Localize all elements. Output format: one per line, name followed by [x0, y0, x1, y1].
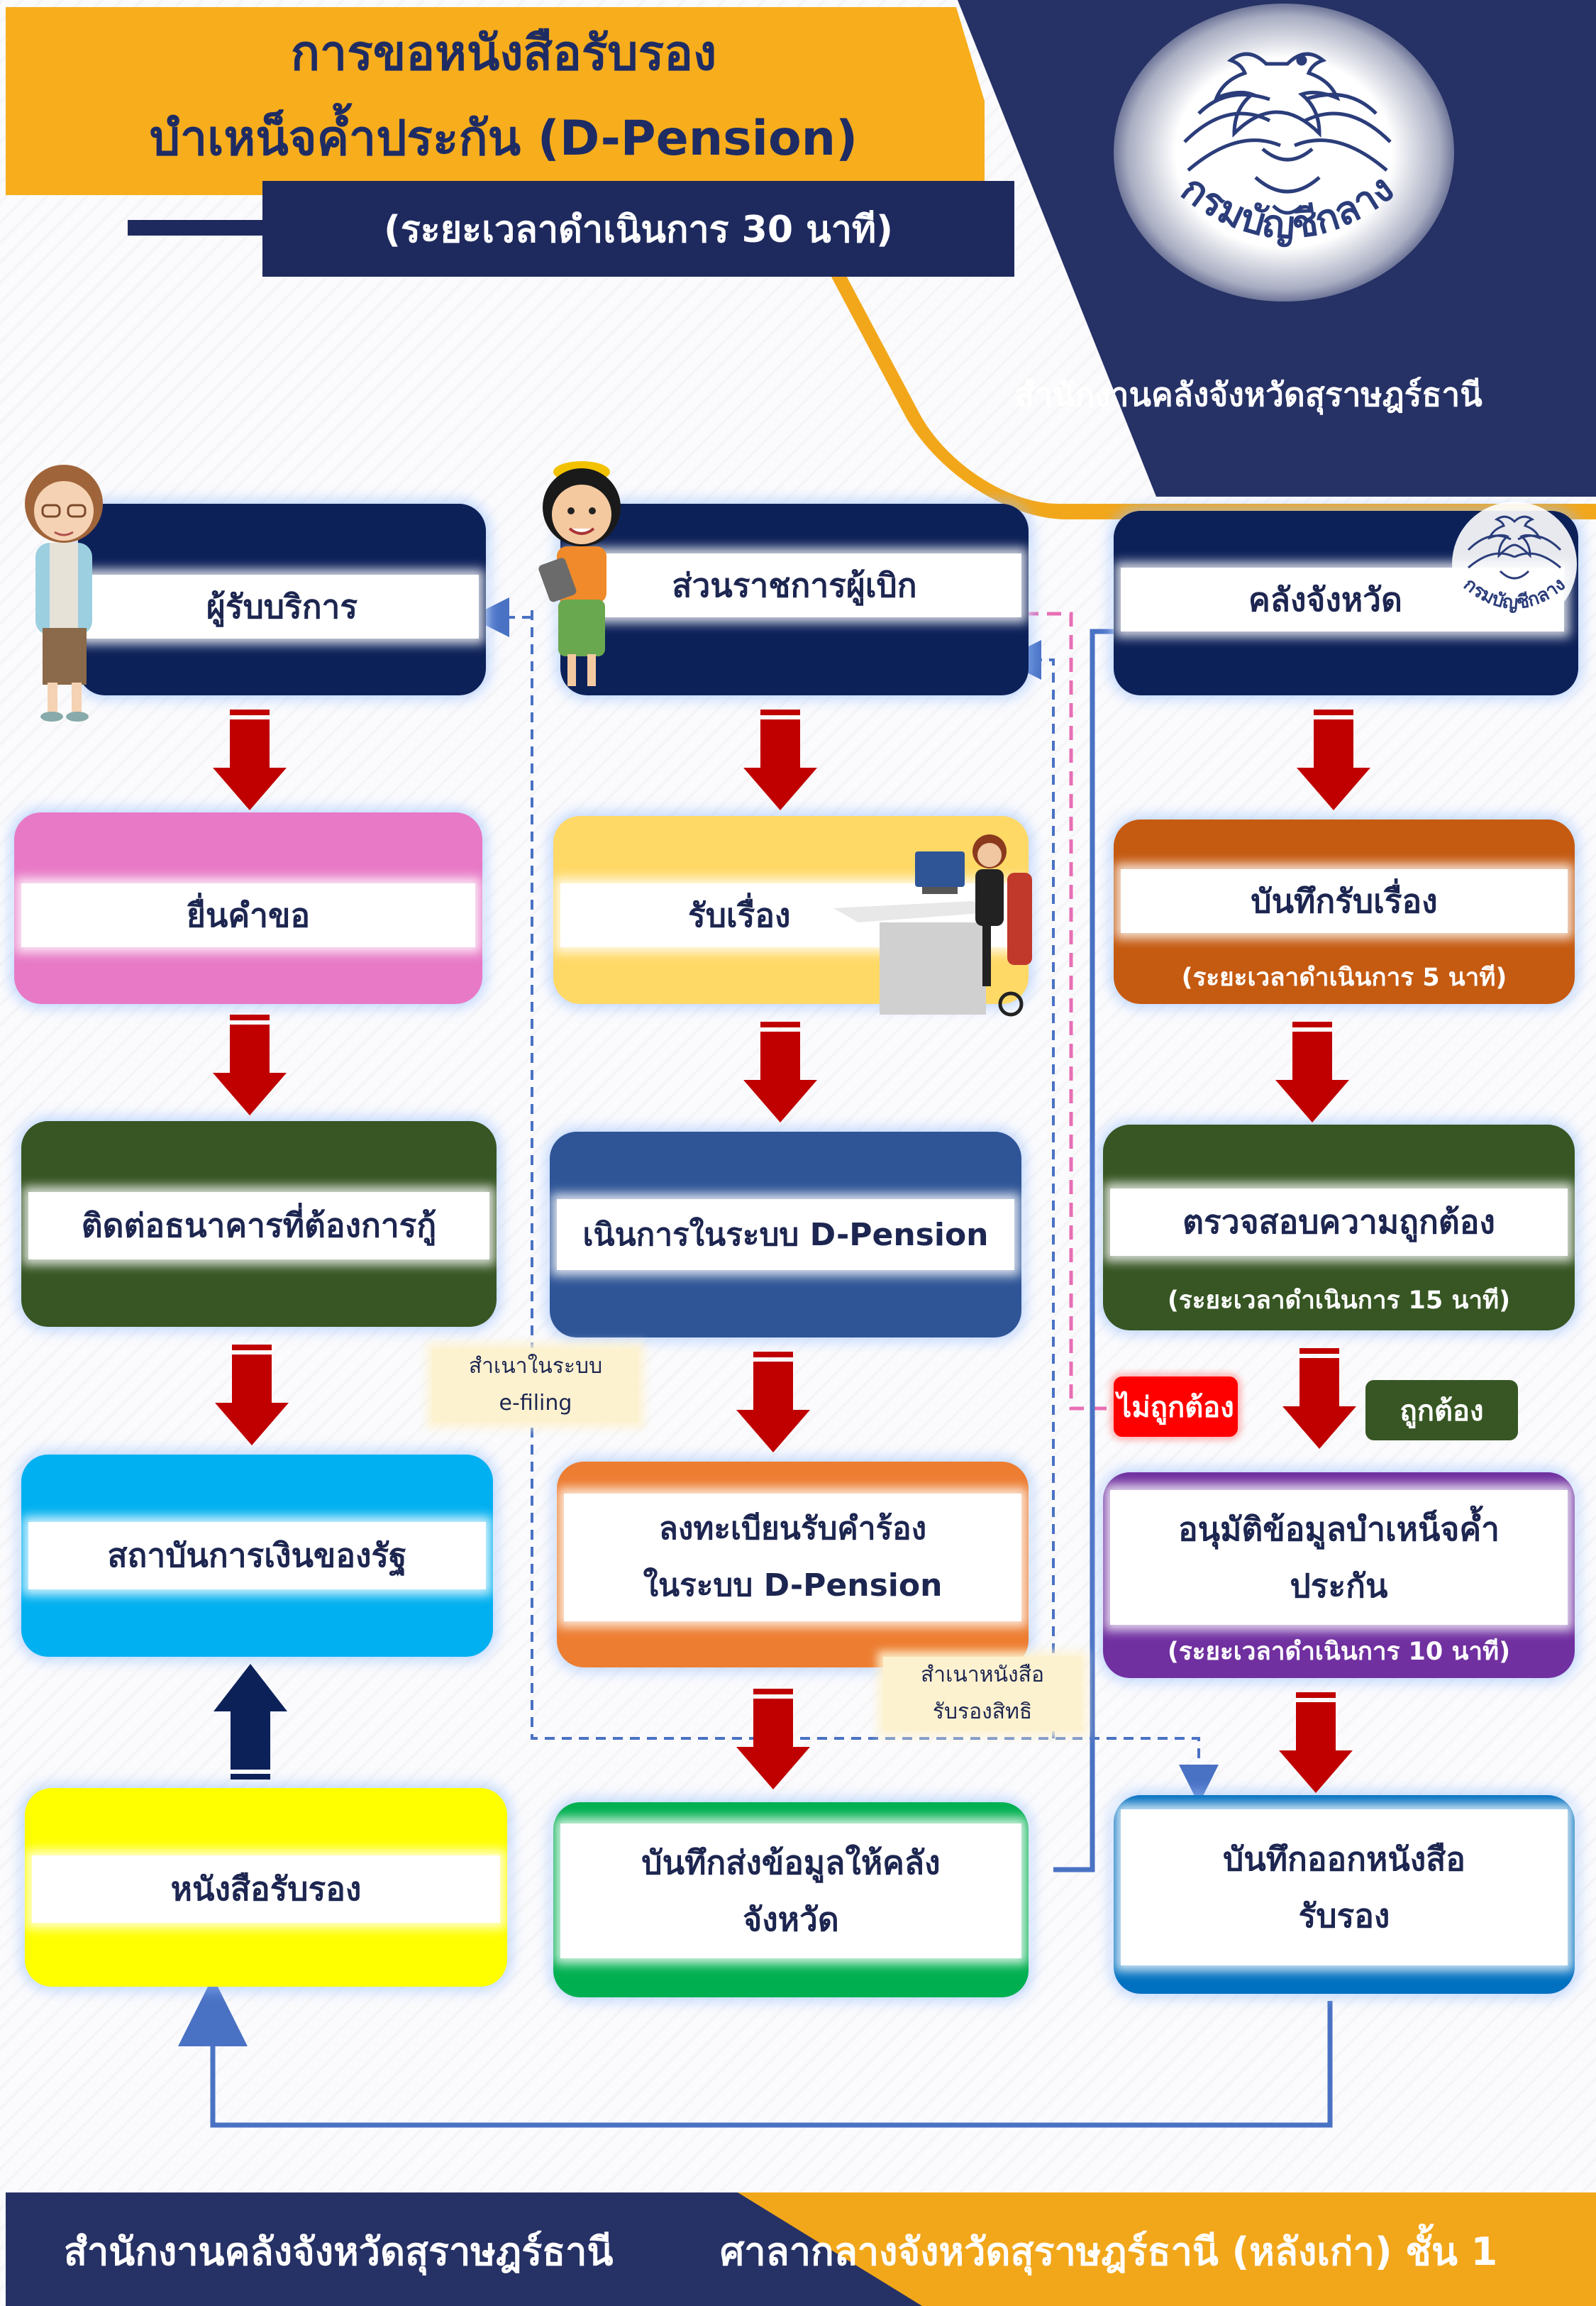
disbursing-agency-label: ส่วนราชการผู้เบิก	[567, 553, 1021, 617]
correct-label: ถูกต้อง	[1365, 1380, 1518, 1440]
arrow-down-10	[1282, 1348, 1356, 1449]
title-banner	[6, 7, 985, 195]
verify-label: ตรวจสอบความถูกต้อง	[1110, 1188, 1568, 1256]
subtitle-accent-line	[128, 220, 270, 236]
approve-box: อนุมัติข้อมูลบำเหน็จค้ำ ประกัน (ระยะเวลา…	[1103, 1472, 1575, 1678]
arrow-down-11	[1279, 1692, 1353, 1793]
send-to-treasury-line-2: จังหวัด	[743, 1900, 839, 1938]
service-user-box: ผู้รับบริการ	[78, 504, 486, 695]
arrow-down-8	[1297, 710, 1370, 810]
service-user-label: ผู้รับบริการ	[85, 575, 479, 639]
register-request-label: ลงทะเบียนรับคำร้อง ในระบบ D-Pension	[564, 1494, 1021, 1621]
arrow-up-navy	[214, 1664, 287, 1780]
title-line-2: บำเหน็จค้ำประกัน (D-Pension)	[149, 111, 858, 167]
issue-certificate-box: บันทึกออกหนังสือ รับรอง	[1114, 1795, 1575, 1994]
arrow-down-7	[736, 1689, 810, 1789]
approve-time: (ระยะเวลาดำเนินการ 10 นาที)	[1167, 1638, 1511, 1666]
register-request-line-2: ในระบบ D-Pension	[643, 1567, 943, 1604]
approve-label: อนุมัติข้อมูลบำเหน็จค้ำ ประกัน	[1110, 1490, 1568, 1625]
contact-bank-label: ติดต่อธนาคารที่ต้องการกู้	[28, 1192, 489, 1259]
efiling-note: สำเนาในระบบ e-filing	[433, 1348, 638, 1423]
arrow-down-5	[743, 1022, 817, 1122]
register-request-box: ลงทะเบียนรับคำร้อง ในระบบ D-Pension	[557, 1462, 1029, 1667]
incorrect-label: ไม่ถูกต้อง	[1114, 1377, 1238, 1437]
copy-certificate-note: สำเนาหนังสือ รับรองสิทธิ	[883, 1657, 1082, 1731]
certificate-box: หนังสือรับรอง	[25, 1788, 507, 1987]
submit-request-label: ยื่นคำขอ	[21, 883, 475, 947]
state-financial-institution-box: สถาบันการเงินของรัฐ	[21, 1455, 493, 1657]
copy-certificate-note-line-1: สำเนาหนังสือ	[920, 1662, 1045, 1687]
efiling-note-line-2: e-filing	[499, 1391, 572, 1416]
send-to-treasury-label: บันทึกส่งข้อมูลให้คลัง จังหวัด	[560, 1824, 1021, 1958]
arrow-down-9	[1275, 1022, 1349, 1122]
title-line-1: การขอหนังสือรับรอง	[290, 26, 717, 82]
send-to-treasury-box: บันทึกส่งข้อมูลให้คลัง จังหวัด	[553, 1802, 1029, 1997]
record-receipt-time: (ระยะเวลาดำเนินการ 5 นาที)	[1181, 964, 1507, 992]
submit-request-box: ยื่นคำขอ	[14, 812, 482, 1004]
process-dpension-box: เนินการในระบบ D-Pension	[550, 1132, 1021, 1337]
efiling-note-line-1: สำเนาในระบบ	[468, 1354, 603, 1379]
footer-location: ศาลากลางจังหวัดสุราษฎร์ธานี (หลังเก่า) ช…	[720, 2229, 1498, 2274]
register-request-line-1: ลงทะเบียนรับคำร้อง	[658, 1511, 927, 1547]
treasury-garuda-logo: กรมบัญชีกลาง	[1452, 502, 1577, 627]
office-name: สำนักงานคลังจังหวัดสุราษฎร์ธานี	[1014, 375, 1483, 414]
copy-certificate-note-line-2: รับรองสิทธิ	[932, 1699, 1033, 1724]
arrow-down-6	[736, 1352, 810, 1452]
desk-worker-illustration	[833, 834, 1032, 1017]
state-financial-institution-label: สถาบันการเงินของรัฐ	[28, 1522, 486, 1589]
arrow-down-3	[215, 1345, 289, 1445]
verify-box: ตรวจสอบความถูกต้อง (ระยะเวลาดำเนินการ 15…	[1103, 1125, 1575, 1330]
footer-office: สำนักงานคลังจังหวัดสุราษฎร์ธานี	[64, 2229, 614, 2274]
duration-banner: (ระยะเวลาดำเนินการ 30 นาที)	[262, 181, 1014, 277]
issue-certificate-line-2: รับรอง	[1298, 1897, 1390, 1935]
arrow-down-2	[213, 1015, 287, 1115]
send-to-treasury-line-1: บันทึกส่งข้อมูลให้คลัง	[641, 1843, 941, 1882]
approve-line-2: ประกัน	[1290, 1567, 1388, 1605]
disbursing-agency-box: ส่วนราชการผู้เบิก	[560, 504, 1029, 695]
record-receipt-box: บันทึกรับเรื่อง (ระยะเวลาดำเนินการ 5 นาท…	[1114, 820, 1575, 1004]
process-dpension-label: เนินการในระบบ D-Pension	[557, 1199, 1014, 1270]
approve-line-1: อนุมัติข้อมูลบำเหน็จค้ำ	[1178, 1510, 1500, 1548]
certificate-label: หนังสือรับรอง	[32, 1855, 500, 1923]
female-customer-illustration	[25, 465, 103, 722]
arrow-down-4	[743, 710, 817, 810]
arrow-down-1	[213, 710, 287, 810]
comptroller-garuda-logo: กรมบัญชีกลาง	[1173, 52, 1402, 248]
verify-time: (ระยะเวลาดำเนินการ 15 นาที)	[1167, 1286, 1511, 1315]
contact-bank-box: ติดต่อธนาคารที่ต้องการกู้	[21, 1121, 497, 1327]
record-receipt-label: บันทึกรับเรื่อง	[1121, 869, 1568, 933]
issue-certificate-label: บันทึกออกหนังสือ รับรอง	[1121, 1809, 1568, 1965]
issue-certificate-line-1: บันทึกออกหนังสือ	[1223, 1840, 1465, 1878]
logo-glow	[1114, 4, 1454, 302]
female-officer-illustration	[538, 461, 621, 686]
